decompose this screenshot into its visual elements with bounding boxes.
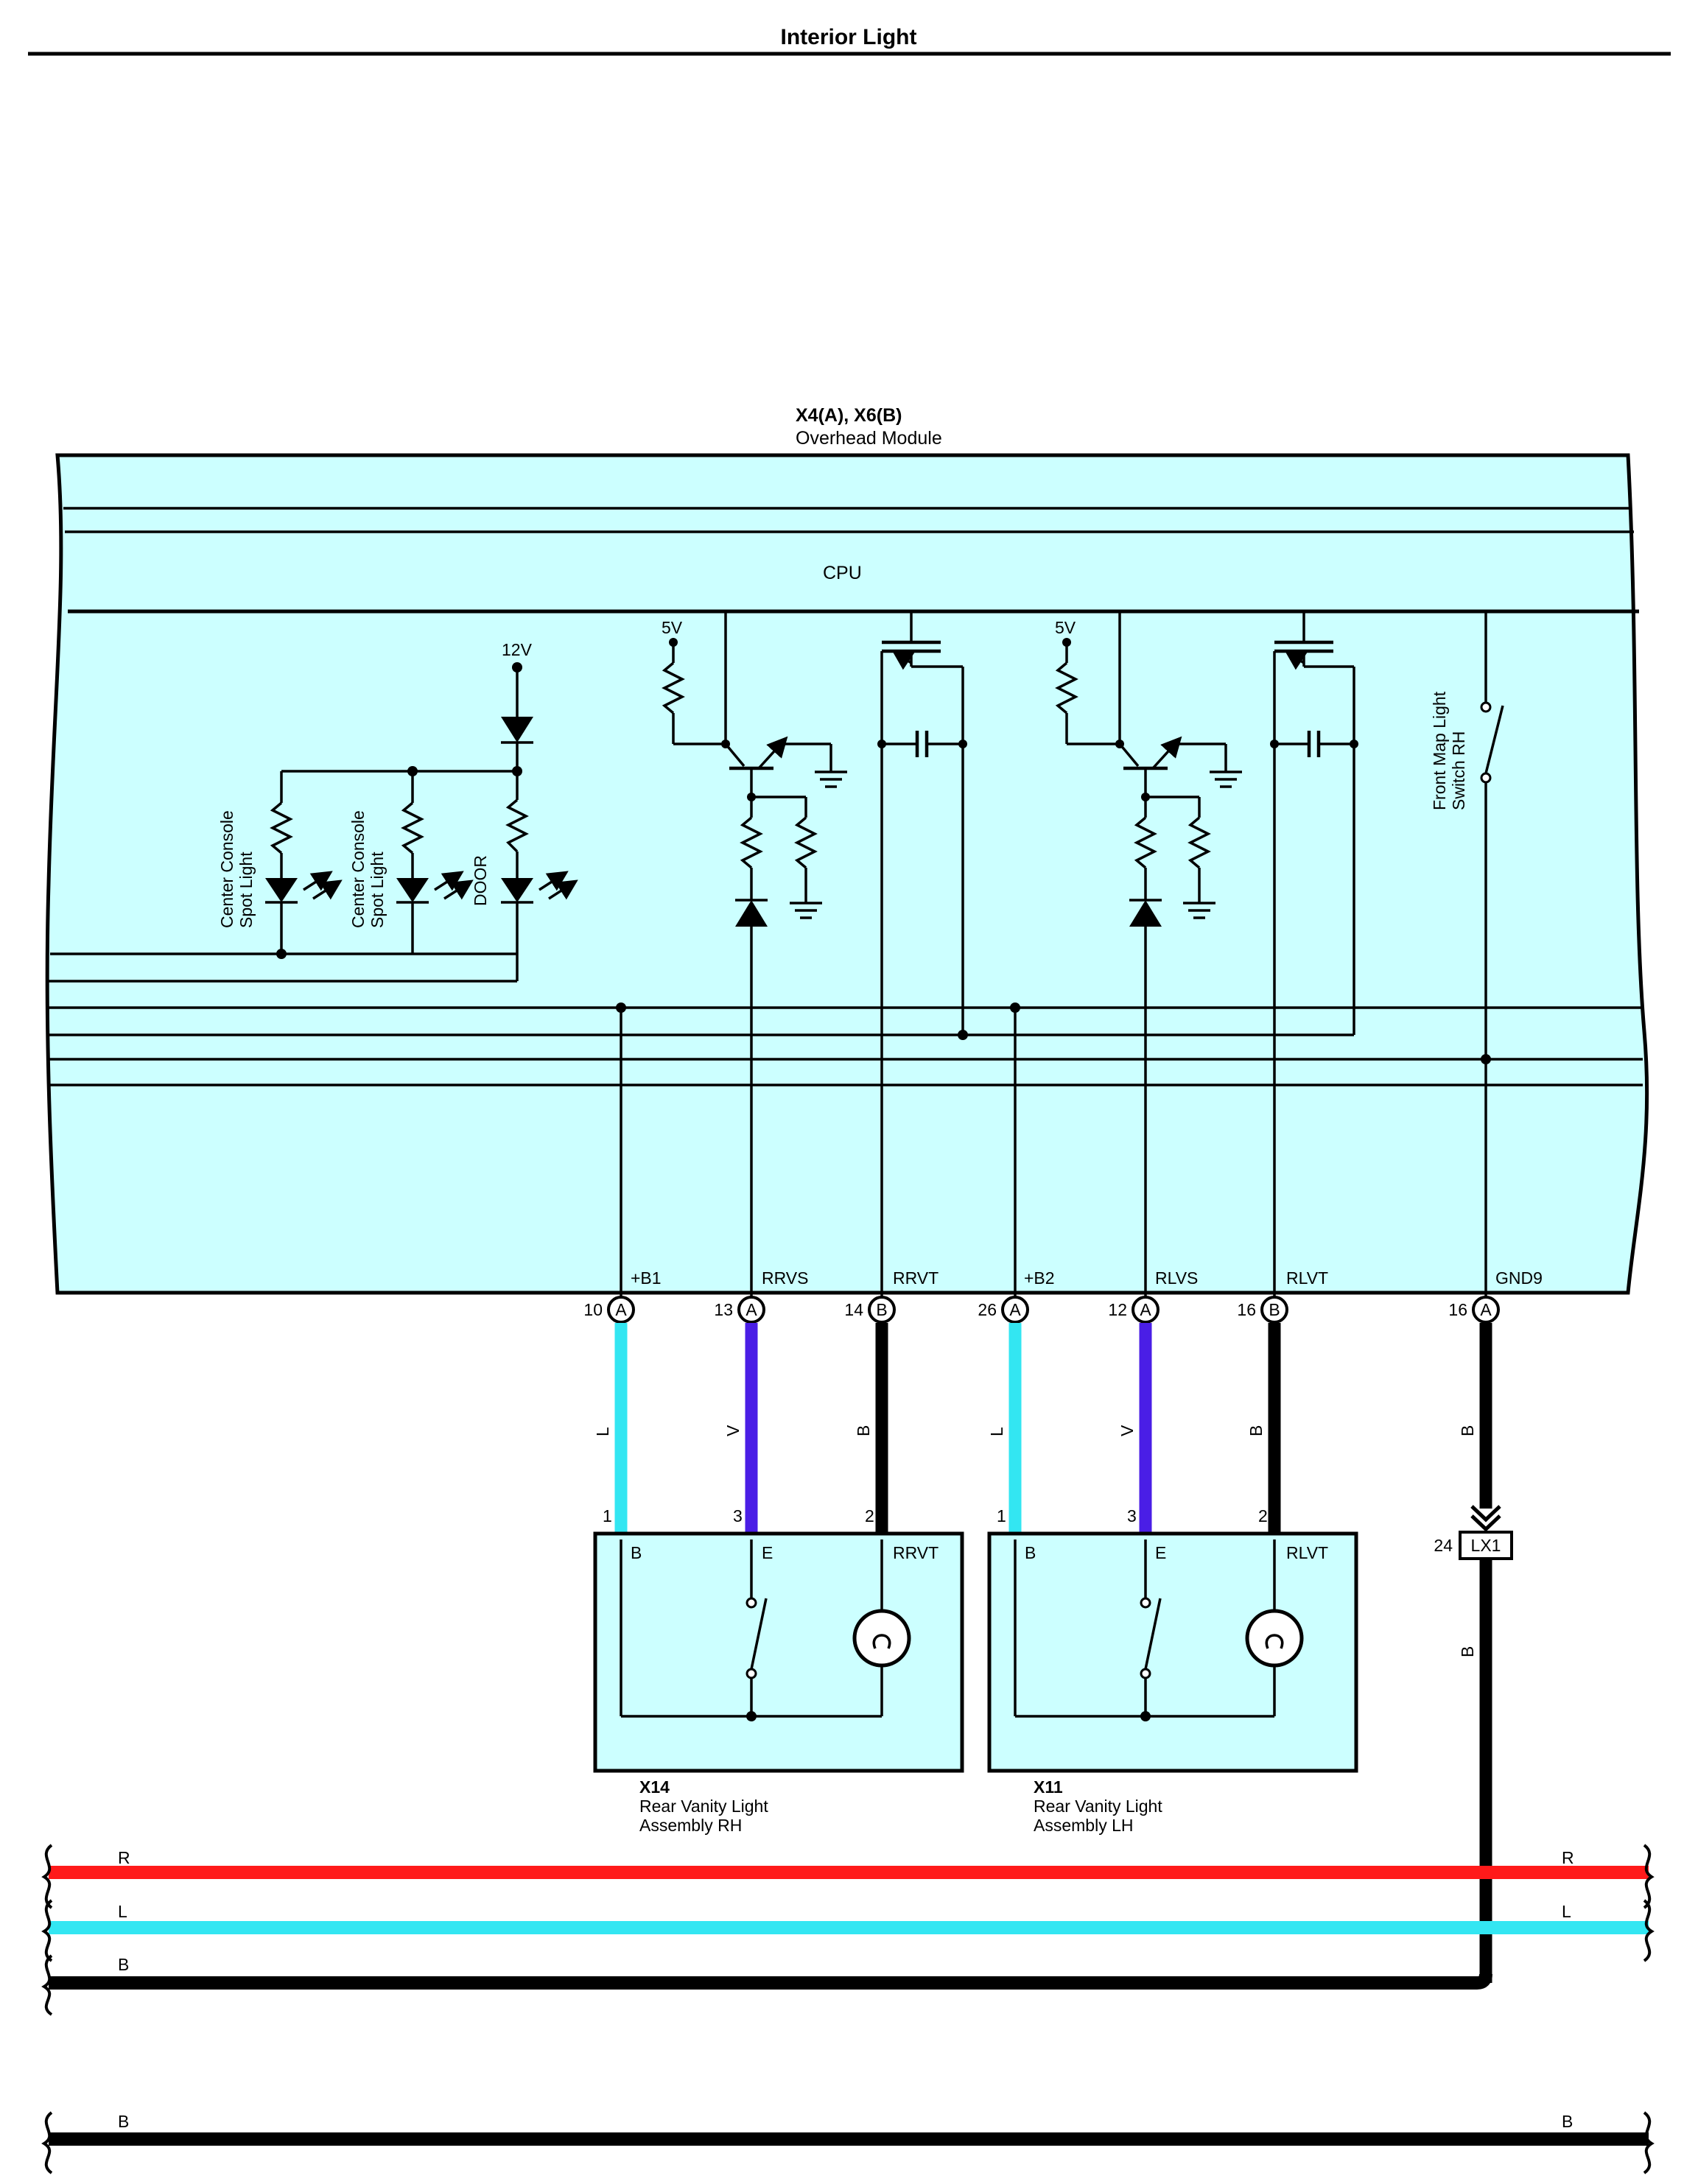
svg-text:3: 3 [1127,1506,1137,1525]
cpu-label: CPU [823,563,862,583]
module-connectors: X4(A), X6(B) [796,405,902,426]
svg-text:B: B [1458,1646,1477,1657]
svg-text:2: 2 [1258,1506,1268,1525]
svg-text:5V: 5V [662,618,683,637]
svg-text:+B1: +B1 [631,1268,662,1288]
svg-text:RRVT: RRVT [893,1543,939,1562]
x14-name2: Assembly RH [639,1816,742,1835]
svg-text:B: B [631,1543,642,1562]
svg-text:B: B [1025,1543,1036,1562]
svg-text:E: E [762,1543,773,1562]
svg-text:B: B [876,1300,887,1319]
output-stage-rh [877,611,968,1296]
switch-label-1: Front Map Light [1430,691,1449,810]
harness-wires [614,1323,1492,1534]
assembly-x11: 1 3 2 B E RLVT X11 Rear Vanity Light Ass… [987,1506,1358,1835]
wire-codes: L V B L V B B [593,1425,1477,1436]
svg-text:2: 2 [865,1506,874,1525]
overhead-module-box [45,453,1649,1295]
svg-text:GND9: GND9 [1495,1268,1543,1288]
splice-lx1: LX1 24 B [1434,1505,1513,1983]
svg-text:B: B [854,1425,873,1436]
svg-text:A: A [1009,1300,1021,1319]
svg-text:LX1: LX1 [1471,1536,1501,1555]
svg-text:1: 1 [603,1506,612,1525]
output-stage-lh [1270,611,1358,1296]
svg-text:RRVT: RRVT [893,1268,939,1288]
connector-pins: A 10 A 13 B 14 A 26 A 12 B 16 A 16 [583,1296,1500,1324]
svg-text:L: L [118,1902,127,1921]
svg-text:E: E [1155,1543,1166,1562]
svg-text:12: 12 [1108,1300,1127,1319]
svg-text:L: L [987,1427,1006,1436]
svg-text:16: 16 [1448,1300,1467,1319]
svg-text:V: V [1118,1425,1137,1436]
driver-rh: 5V [662,611,847,1296]
svg-text:RLVT: RLVT [1286,1268,1328,1288]
svg-text:A: A [1140,1300,1151,1319]
svg-text:26: 26 [978,1300,997,1319]
svg-text:RRVS: RRVS [762,1268,809,1288]
bus-break-marks [41,1844,1655,2174]
svg-text:R: R [1562,1848,1574,1867]
svg-text:B: B [118,1955,129,1974]
voltage-12v: 12V [502,640,533,659]
assembly-x14: 1 3 2 B E RRVT X14 Rear Vanity Light Ass… [593,1506,964,1835]
svg-text:RLVS: RLVS [1155,1268,1198,1288]
lamp-label-1a: Center Console [217,810,236,928]
bus-l: L L [49,1902,1649,1934]
svg-text:RLVT: RLVT [1286,1543,1328,1562]
svg-text:13: 13 [714,1300,733,1319]
x14-name1: Rear Vanity Light [639,1797,768,1816]
svg-text:B: B [118,2112,129,2131]
svg-text:24: 24 [1434,1536,1453,1555]
svg-text:16: 16 [1237,1300,1256,1319]
lamp-label-3: DOOR [471,855,490,906]
driver-lh: 5V [1055,611,1242,1296]
switch-label-2: Switch RH [1449,731,1468,810]
bus-r: R R [49,1848,1649,1879]
lamp-branch-3 [501,798,578,981]
svg-text:A: A [745,1300,757,1319]
page-title: Interior Light [781,25,917,49]
bus-b-bottom: B B [49,2112,1649,2146]
x11-id: X11 [1034,1777,1063,1797]
diode-12v [501,717,533,742]
front-map-light-switch [1480,611,1504,1296]
svg-text:B: B [1269,1300,1280,1319]
svg-text:A: A [1480,1300,1492,1319]
svg-text:+B2: +B2 [1024,1268,1055,1288]
svg-text:L: L [1562,1902,1571,1921]
svg-text:1: 1 [997,1506,1006,1525]
bus-b-ground: B [49,1955,1492,1990]
lamp-branch-2 [396,771,474,954]
lamp-label-2b: Spot Light [368,852,387,928]
svg-text:14: 14 [844,1300,863,1319]
svg-text:5V: 5V [1055,618,1076,637]
x11-name2: Assembly LH [1034,1816,1133,1835]
svg-text:10: 10 [583,1300,603,1319]
module-pin-names: +B1 RRVS RRVT +B2 RLVS RLVT GND9 [631,1268,1543,1288]
lamp-label-2a: Center Console [348,810,368,928]
svg-text:B: B [1562,2112,1573,2131]
svg-text:B: B [1458,1425,1477,1436]
svg-text:A: A [615,1300,627,1319]
lamp-branch-1 [265,771,343,959]
svg-text:L: L [593,1427,612,1436]
x14-id: X14 [639,1777,670,1797]
svg-text:3: 3 [733,1506,743,1525]
module-name: Overhead Module [796,428,942,449]
svg-text:R: R [118,1848,130,1867]
lamp-label-1b: Spot Light [236,852,256,928]
svg-text:B: B [1246,1425,1266,1436]
x11-name1: Rear Vanity Light [1034,1797,1162,1816]
svg-text:V: V [723,1425,743,1436]
